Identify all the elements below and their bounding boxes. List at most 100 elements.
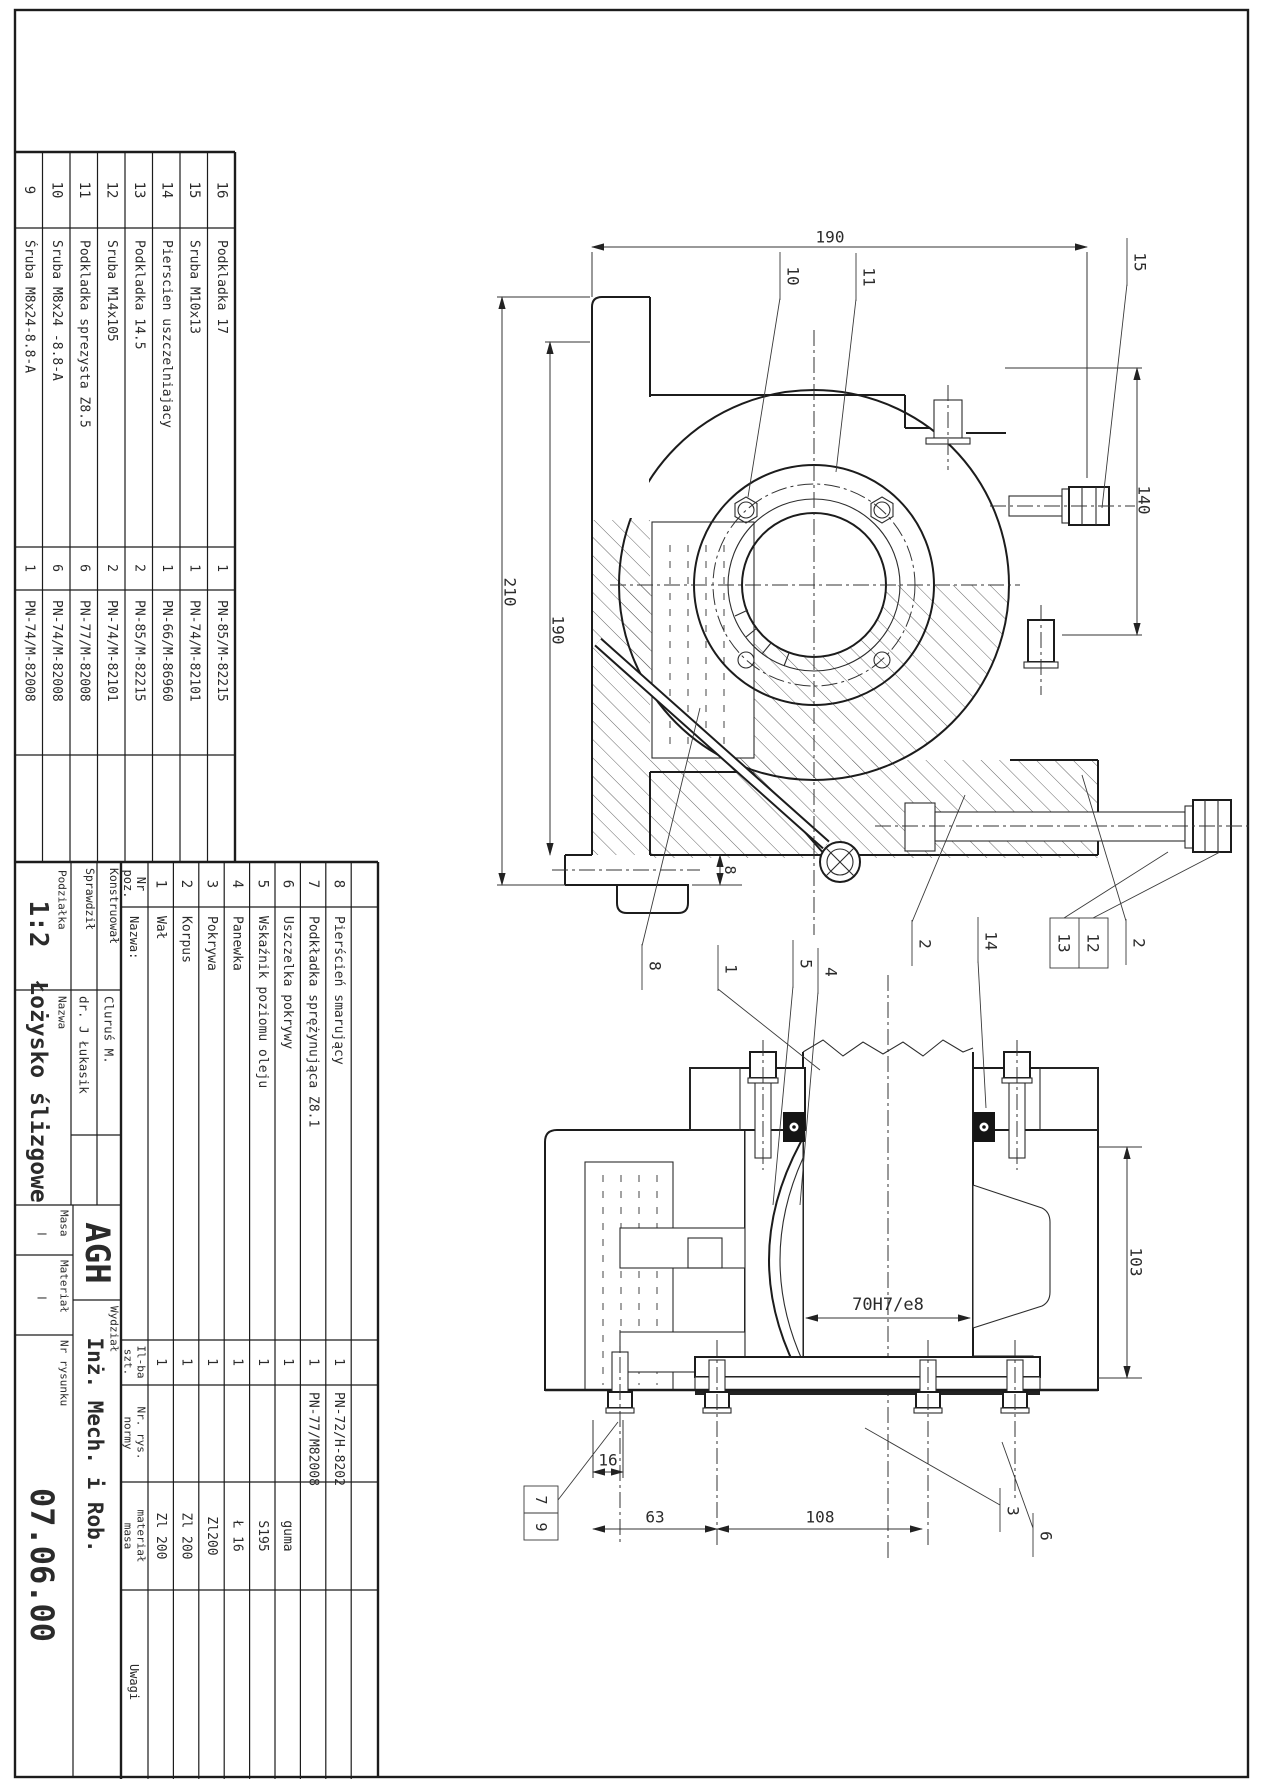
bom-ext-row-norm: PN-74/M-82008 — [21, 600, 36, 702]
bom-row-qty: 1 — [204, 1358, 219, 1366]
bom-row-qty: 1 — [179, 1358, 194, 1366]
bom-row-nr: 2 — [178, 880, 194, 888]
sheet-frame — [13, 8, 1250, 1779]
material-label: Materiał — [58, 1260, 71, 1313]
bom-header-material: materiał — [135, 1510, 148, 1563]
callout-14: 14 — [982, 931, 1001, 950]
bom-ext-row-name: Śruba M8x24-8.8-A — [21, 240, 37, 373]
bom-header-qty: szt. — [122, 1349, 135, 1376]
bom-row-material: Zl 200 — [179, 1513, 194, 1560]
dim-shaft-fit: 70H7/e8 — [852, 1295, 924, 1315]
bom-header-nr: poz. — [121, 870, 135, 899]
callout-7: 7 — [532, 1495, 550, 1504]
title-label: Nazwa — [56, 996, 69, 1029]
bom-row-nr: 1 — [153, 880, 169, 888]
bom-ext-row-qty: 2 — [104, 564, 119, 572]
bom-ext-row-qty: 6 — [49, 564, 64, 572]
dim-103: 103 — [1127, 1248, 1146, 1277]
bom-ext-row-nr: 11 — [76, 182, 92, 199]
dim-108: 108 — [806, 1508, 835, 1527]
bom-row-material: Ł 16 — [229, 1519, 244, 1551]
bom-ext-row-name: Sruba M8x24 -8.8-A — [49, 240, 64, 381]
bom-ext-row-qty: 1 — [214, 564, 229, 572]
bom-row-name: Pierścień smarujący — [331, 916, 346, 1065]
callout-2: 2 — [916, 939, 935, 949]
bom-row-qty: 1 — [153, 1358, 168, 1366]
bom-ext-row-qty: 6 — [76, 564, 91, 572]
callout-13: 13 — [1055, 933, 1074, 952]
designed-label: Konstruował — [107, 868, 121, 944]
bom-row-nr: 4 — [229, 880, 245, 888]
bom-row-name: Wał — [153, 916, 168, 939]
callout-10: 10 — [784, 266, 803, 285]
scale-value: 1:2 — [23, 901, 53, 948]
bom-ext-row-name: Podkladka sprezysta Z8.5 — [76, 240, 91, 428]
bom-ext-row-norm: PN-74/M-82101 — [104, 600, 119, 702]
bom-ext-row-nr: 9 — [21, 186, 37, 194]
bom-ext-row-norm: PN-74/M-82101 — [186, 600, 201, 702]
callout-8: 8 — [646, 961, 665, 971]
bom-row-norm: PN-77/M82008 — [306, 1392, 321, 1486]
material-value: — — [37, 1288, 47, 1306]
bom-row-material: guma — [280, 1520, 295, 1551]
bom-row-name: Korpus — [179, 916, 194, 963]
mass-label: Masa — [58, 1210, 71, 1237]
bom-row-name: Podkładka sprężynująca Z8.1 — [306, 916, 321, 1127]
dim-190-inner: 190 — [549, 616, 568, 645]
bom-row-qty: 1 — [255, 1358, 270, 1366]
dim-16: 16 — [598, 1451, 617, 1470]
bom-ext-row-name: Podkladka 14.5 — [131, 240, 146, 350]
table-grid — [15, 150, 380, 1779]
dim-63: 63 — [645, 1508, 664, 1527]
callout-5: 5 — [797, 959, 816, 969]
bom-ext-row-name: Pierscien uszczelniajacy — [159, 240, 174, 428]
drawing-title: Łożysko ślizgowe — [25, 980, 51, 1203]
checked-label: Sprawdził — [83, 868, 97, 930]
designed-by: Cluruś M. — [102, 996, 117, 1064]
bom-row-name: Panewka — [229, 916, 244, 971]
drawing-number: 07.06.00 — [23, 1488, 61, 1642]
callout-9: 9 — [532, 1522, 550, 1531]
checked-by: dr. J Łukasik — [77, 996, 92, 1094]
bom-header-norm: normy — [122, 1416, 135, 1449]
bom-ext-row-nr: 15 — [186, 182, 202, 199]
bom-header-uwagi: Uwagi — [127, 1664, 141, 1700]
org-logo-text: AGH — [77, 1222, 117, 1283]
bom-ext-row-nr: 12 — [103, 182, 119, 199]
dim-140: 140 — [1135, 486, 1154, 515]
mass-value: — — [37, 1224, 47, 1242]
bom-row-name: Pokrywa — [204, 916, 219, 971]
bom-row-nr: 8 — [331, 880, 347, 888]
dim-210: 210 — [501, 578, 520, 607]
bom-header-material: masa — [122, 1523, 135, 1550]
bom-ext-row-nr: 14 — [158, 182, 174, 199]
bom-ext-row-qty: 1 — [159, 564, 174, 572]
bom-ext-row-nr: 16 — [213, 182, 229, 199]
bom-ext-row-norm: PN-85/M-82215 — [131, 600, 146, 702]
callout-1: 1 — [722, 964, 741, 974]
bom-ext-row-qty: 2 — [131, 564, 146, 572]
bom-header-nazwa: Nazwa: — [127, 916, 141, 959]
department-name: Inż. Mech. i Rob. — [83, 1338, 107, 1553]
bom-ext-row-nr: 13 — [131, 182, 147, 199]
callout-11: 11 — [860, 267, 879, 286]
bom-row-nr: 6 — [280, 880, 296, 888]
bom-row-material: S195 — [255, 1520, 270, 1551]
callout-15: 15 — [1131, 252, 1150, 271]
bom-ext-row-norm: PN-77/M-82008 — [76, 600, 91, 702]
bom-row-material: Zl200 — [204, 1516, 219, 1555]
bom-row-name: Wskaźnik poziomu oleju — [255, 916, 270, 1088]
dimension-lines — [497, 243, 1142, 1533]
section-view — [544, 975, 1099, 1560]
bom-header-norm: Nr. rys. — [135, 1407, 148, 1460]
bom-header-qty: Il-ba — [135, 1345, 148, 1378]
callout-4: 4 — [822, 967, 841, 977]
bom-ext-row-name: Podkladka 17 — [214, 240, 229, 334]
front-view — [552, 296, 1252, 935]
bom-ext-row-norm: PN-66/M-86960 — [159, 600, 174, 702]
dim-8: 8 — [721, 865, 739, 874]
bom-row-qty: 1 — [229, 1358, 244, 1366]
bom-row-material: Zl 200 — [153, 1513, 168, 1560]
bom-row-norm: PN-72/H-8202 — [331, 1392, 346, 1486]
